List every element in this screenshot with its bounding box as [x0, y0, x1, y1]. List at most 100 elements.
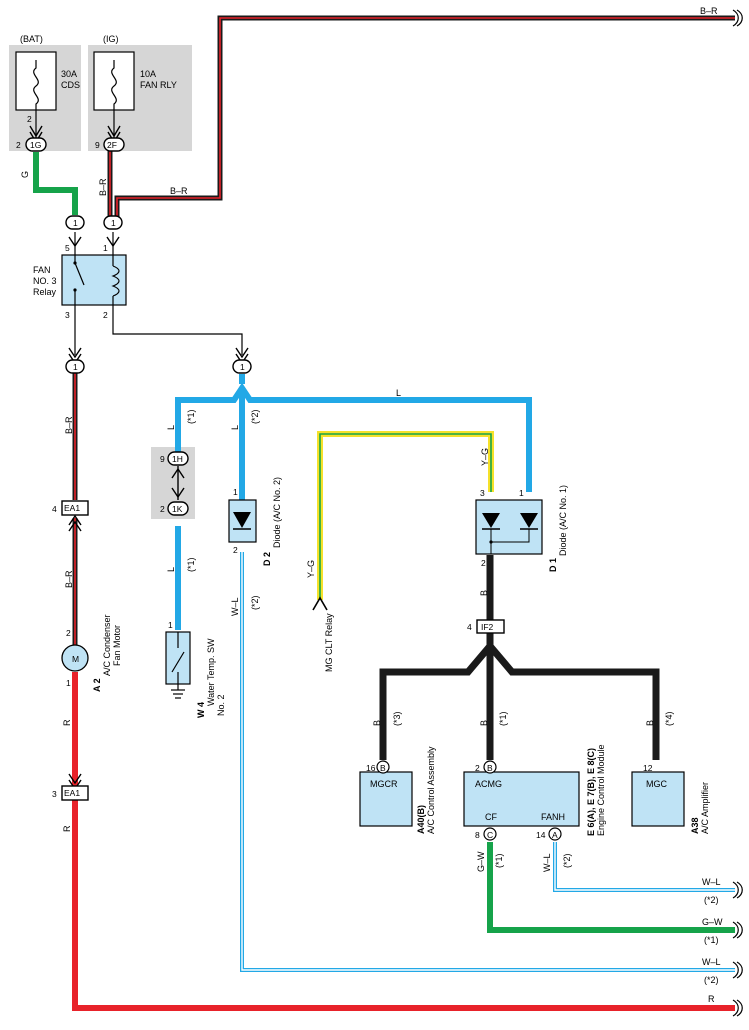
- bat-label: (BAT): [20, 34, 43, 44]
- ac-amp-pin: 12: [643, 763, 653, 773]
- wire-w-l-fanh: [553, 842, 735, 892]
- ecm-pin-cf-letter: C: [487, 830, 493, 840]
- wire-label-l-left: L: [166, 425, 176, 430]
- conn-1g: [25, 125, 47, 152]
- pin-cds-top: 2: [27, 114, 32, 124]
- wire-label-b-mgc: B: [645, 720, 655, 726]
- conn-1-relay3: [65, 359, 85, 374]
- note-g-w-right: (*1): [704, 935, 719, 945]
- wire-label-y-g-left: Y–G: [306, 560, 316, 578]
- d2-pin-1: 1: [233, 487, 238, 497]
- ecm-box: [463, 771, 580, 827]
- wire-label-w-l-vert: W–L: [542, 853, 552, 872]
- wire-label-l-mid: L: [230, 425, 240, 430]
- conn-ea1-top-pin: 4: [52, 504, 57, 514]
- conn-1-b-r: [103, 215, 123, 230]
- wire-label-l-top: L: [396, 388, 401, 398]
- ecm-pin-fanh: 14: [536, 830, 546, 840]
- water-sw-name-2: No. 2: [216, 694, 226, 716]
- fan-motor: [61, 644, 89, 672]
- wire-label-b-r-relay: B–R: [64, 416, 74, 434]
- ac-amp-box: [631, 771, 685, 827]
- ecm-terminal-cf: CF: [485, 812, 497, 822]
- note-w-l-d2-right: (*2): [704, 975, 719, 985]
- ecm-terminal-fanh: FANH: [541, 812, 565, 822]
- wire-label-w-l-d2: W–L: [230, 597, 240, 616]
- pin-circle-cf: [483, 827, 497, 841]
- fuse-10a-fan-rly: [93, 51, 135, 111]
- conn-if2: [476, 619, 505, 634]
- wire-label-b-r-motor: B–R: [64, 570, 74, 588]
- note-mgc: (*4): [664, 711, 674, 726]
- note-left-1: (*1): [186, 409, 196, 424]
- relay-name-3: Relay: [33, 287, 57, 297]
- relay-pin-3: 3: [65, 310, 70, 320]
- note-acmg: (*1): [498, 711, 508, 726]
- pin-fan-conn: 9: [95, 140, 100, 150]
- d1-pin-3: 3: [480, 488, 485, 498]
- ac-amp-code: A38: [690, 817, 700, 834]
- d2-pin-2: 2: [233, 545, 238, 555]
- ig-label: (IG): [103, 34, 119, 44]
- note-w-l-fanh: (*2): [704, 895, 719, 905]
- d1-pin-2: 2: [481, 558, 486, 568]
- wire-label-g: G: [20, 171, 30, 178]
- wire-label-b-r-top: B–R: [700, 6, 718, 16]
- pin-cds-conn: 2: [16, 140, 21, 150]
- wire-label-r-1: R: [62, 719, 72, 726]
- motor-pin-1: 1: [66, 678, 71, 688]
- ac-control-pin: 16: [366, 763, 376, 773]
- ac-control-terminal: MGCR: [370, 779, 398, 789]
- wire-end-marks: [732, 9, 743, 1017]
- wire-label-b-r-2f: B–R: [98, 178, 108, 196]
- fan-no3-relay: [61, 254, 127, 306]
- mg-clt-arrow: [312, 596, 328, 611]
- conn-ea1-top-label: EA1: [64, 503, 80, 513]
- ecm-terminal-acmg: ACMG: [475, 779, 502, 789]
- ac-amp-name: A/C Amplifier: [700, 782, 710, 834]
- fuse-cds-amp: 30A: [61, 69, 77, 79]
- note-mid-2: (*2): [250, 409, 260, 424]
- wire-label-r-bottom: R: [708, 994, 715, 1004]
- relay-name-1: FAN: [33, 265, 51, 275]
- ecm-name: Engine Control Module: [596, 744, 606, 836]
- pin-circle-fanh: [548, 827, 562, 841]
- conn-ea1-bottom-pin: 3: [52, 789, 57, 799]
- note-fanh: (*2): [562, 853, 572, 868]
- ac-control-pin-letter: B: [380, 763, 386, 773]
- relay-name-2: NO. 3: [33, 276, 57, 286]
- water-temp-switch: [165, 631, 191, 699]
- d1-name: Diode (A/C No. 1): [558, 485, 568, 556]
- motor-symbol: M: [72, 654, 79, 664]
- conn-ea1-bottom: [61, 785, 89, 801]
- relay-pin-2: 2: [103, 310, 108, 320]
- pin-circle-acmg: [483, 760, 497, 774]
- wire-b: [379, 555, 660, 760]
- conn-2f: [103, 125, 125, 152]
- water-sw-pin-1: 1: [168, 620, 173, 630]
- note-cf: (*1): [494, 853, 504, 868]
- ecm-pin-top-letter: B: [487, 763, 493, 773]
- conn-1g-label: 1G: [30, 140, 41, 150]
- conn-1h-label: 1H: [172, 454, 183, 464]
- d2-code: D 2: [262, 552, 272, 566]
- wire-b-r-top: [114, 15, 735, 224]
- wire-g: [33, 152, 78, 215]
- conn-if2-label: IF2: [481, 622, 494, 632]
- wire-label-b-d1: B: [479, 590, 489, 596]
- relay-pin-5: 5: [65, 243, 70, 253]
- conn-1k-pin: 2: [160, 504, 165, 514]
- wire-label-g-w-vert: G–W: [476, 851, 486, 872]
- water-sw-name-1: Water Temp. SW: [206, 638, 216, 706]
- note-mgcr: (*3): [392, 711, 402, 726]
- motor-name-1: A/C Condenser: [102, 614, 112, 676]
- wire-label-y-g-right: Y–G: [480, 448, 490, 466]
- fuse-fan-amp: 10A: [140, 69, 156, 79]
- diode-d1: [475, 499, 543, 555]
- wire-l: [175, 374, 532, 630]
- conn-1-relay3-label: 1: [73, 362, 78, 372]
- conn-1h: [167, 451, 189, 466]
- diode-d2: [228, 499, 257, 543]
- wire-label-w-l-fanh: W–L: [702, 877, 721, 887]
